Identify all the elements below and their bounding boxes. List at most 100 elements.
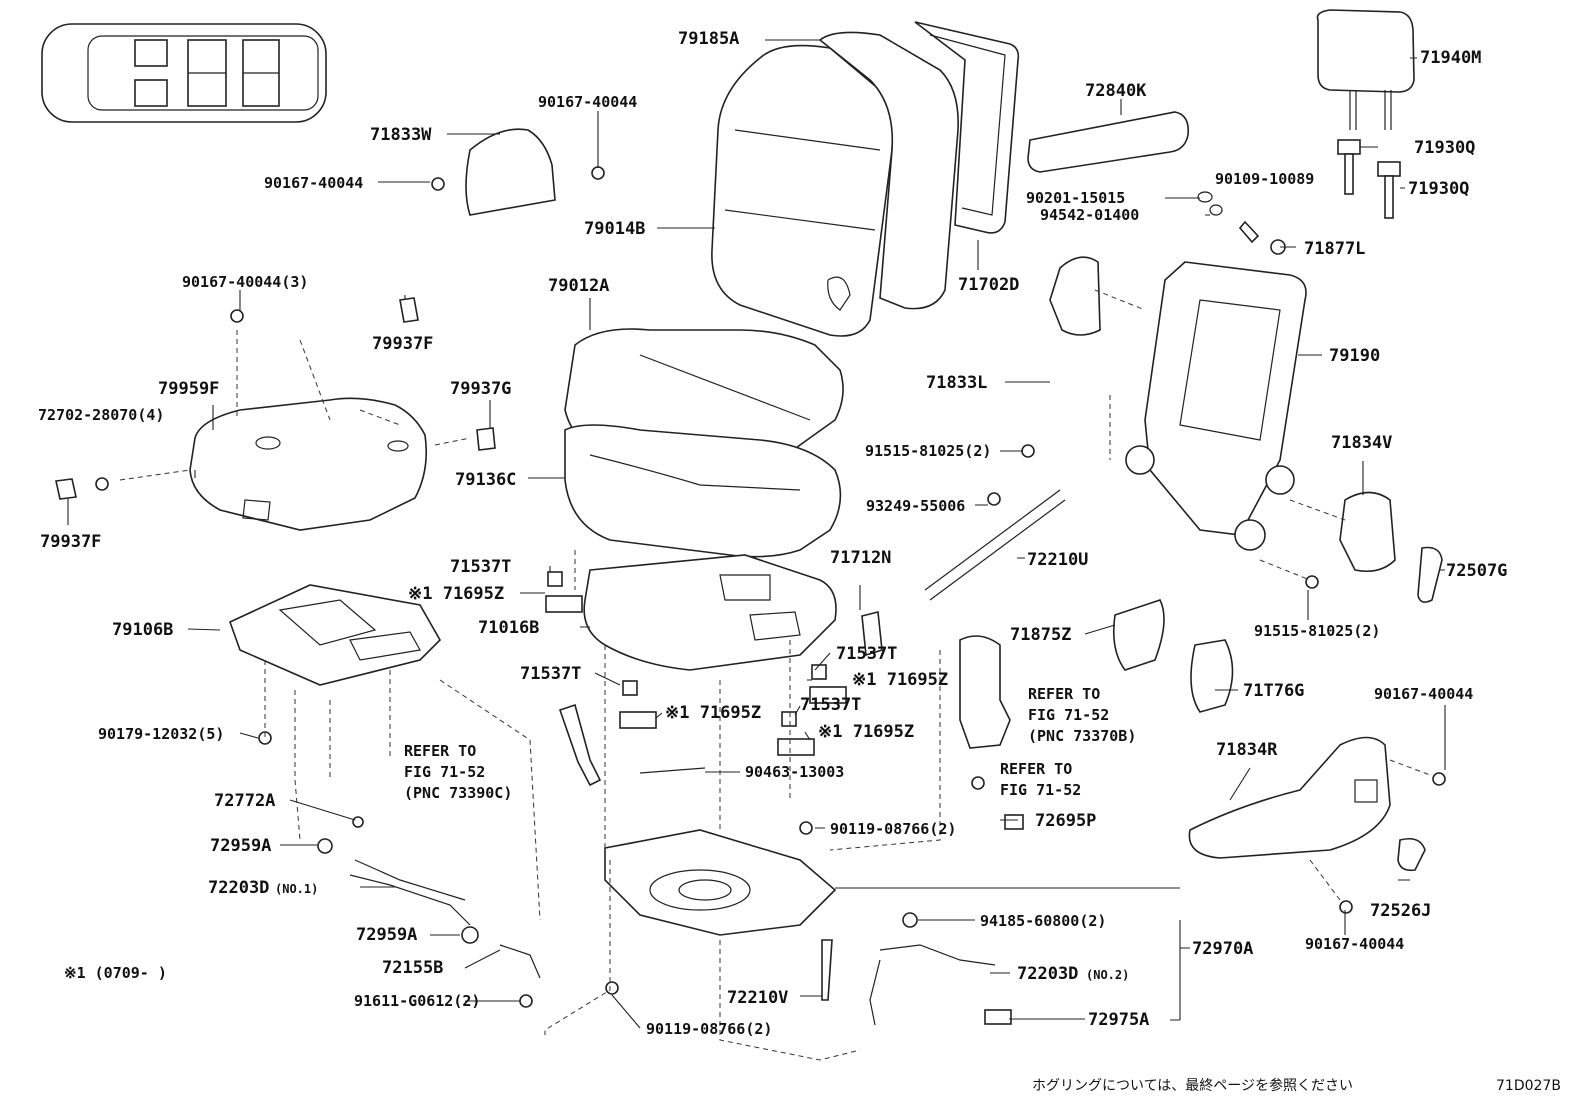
label-94542-01400: 94542-01400 xyxy=(1040,206,1139,224)
label-72702-28070: 72702-28070(4) xyxy=(38,406,164,424)
headrest-support xyxy=(1337,139,1401,219)
refer-b-line3: (PNC 73370B) xyxy=(1028,727,1136,745)
refer-a-line2: FIG 71-52 xyxy=(404,763,485,781)
seat-belt-buckle xyxy=(558,703,706,787)
label-79190: 79190 xyxy=(1329,346,1380,366)
refer-a-line3: (PNC 73390C) xyxy=(404,784,512,802)
label-71833W: 71833W xyxy=(370,125,432,145)
label-71537T-b: 71537T xyxy=(836,644,897,664)
trim-71875Z xyxy=(1112,599,1165,671)
label-79937F-b: 79937F xyxy=(40,532,101,552)
clip-71537T-set xyxy=(547,571,827,727)
part-labels: 79185A 71940M 90167-40044 72840K 71833W … xyxy=(38,29,1507,1038)
label-71930Q-b: 71930Q xyxy=(1408,179,1469,199)
seatback-pad xyxy=(818,31,959,310)
label-71695Z-b: ※1 71695Z xyxy=(852,670,948,690)
label-71834R: 71834R xyxy=(1216,740,1278,760)
label-71834V: 71834V xyxy=(1331,433,1392,453)
label-90201-15015: 90201-15015 xyxy=(1026,189,1125,207)
label-71702D: 71702D xyxy=(958,275,1019,295)
seatback-cover xyxy=(711,44,894,337)
headrest xyxy=(1316,9,1415,130)
label-71875Z: 71875Z xyxy=(1010,625,1071,645)
trim-71T76G xyxy=(1190,639,1234,713)
label-79106B: 79106B xyxy=(112,620,173,640)
figure-code: 71D027B xyxy=(1496,1078,1561,1094)
label-71537T-a: 71537T xyxy=(450,557,511,577)
side-cushion xyxy=(189,397,428,531)
label-90167-40044-b: 90167-40044 xyxy=(1305,935,1404,953)
pad-71695Z-set xyxy=(545,595,847,756)
hinge-cover-71834V xyxy=(1339,491,1443,603)
label-90167-40044-3: 90167-40044(3) xyxy=(182,273,308,291)
refer-c-line1: REFER TO xyxy=(1000,760,1072,778)
label-72507G: 72507G xyxy=(1446,561,1507,581)
vehicle-locator-thumbnail xyxy=(41,23,327,123)
armrest xyxy=(1027,111,1286,255)
label-71537T-d: 71537T xyxy=(800,695,861,715)
clip-71712N xyxy=(861,611,883,657)
clips-79937 xyxy=(55,297,496,500)
label-72155B: 72155B xyxy=(382,958,443,978)
label-93249-55006: 93249-55006 xyxy=(866,497,965,515)
label-72210V: 72210V xyxy=(727,988,788,1008)
slide-rail-cable xyxy=(317,816,541,1008)
label-90167-40044-r: 90167-40044 xyxy=(1374,685,1473,703)
seatback-board xyxy=(914,21,1020,234)
label-90167-40044-left: 90167-40044 xyxy=(264,174,363,192)
refer-c-line2: FIG 71-52 xyxy=(1000,781,1081,799)
label-79937F-a: 79937F xyxy=(372,334,433,354)
lower-lever-assembly xyxy=(605,821,1012,1026)
label-79012A: 79012A xyxy=(548,276,609,296)
label-90119-08766-b: 90119-08766(2) xyxy=(646,1020,772,1038)
hinge-cover-upper-left xyxy=(431,128,605,216)
refer-b-line1: REFER TO xyxy=(1028,685,1100,703)
label-71930Q-a: 71930Q xyxy=(1414,138,1475,158)
label-79185A: 79185A xyxy=(678,29,739,49)
label-90109-10089: 90109-10089 xyxy=(1215,170,1314,188)
footnote: ※1 (0709- ) xyxy=(64,964,167,982)
side-shield-71834R xyxy=(1188,736,1446,914)
label-72970A: 72970A xyxy=(1192,939,1253,959)
label-72526J: 72526J xyxy=(1370,901,1431,921)
cables-72210U xyxy=(924,444,1066,601)
label-71537T-c: 71537T xyxy=(520,664,581,684)
seat-cushion-frame xyxy=(583,554,837,671)
label-71833L: 71833L xyxy=(926,373,987,393)
label-79014B: 79014B xyxy=(584,219,645,239)
hinge-cover-71833L xyxy=(1049,256,1101,336)
label-79136C: 79136C xyxy=(455,470,516,490)
refer-a-line1: REFER TO xyxy=(404,742,476,760)
label-72210U: 72210U xyxy=(1027,550,1088,570)
label-79959F: 79959F xyxy=(158,379,219,399)
label-71695Z-c: ※1 71695Z xyxy=(665,703,761,723)
label-72975A: 72975A xyxy=(1088,1010,1149,1030)
label-71877L: 71877L xyxy=(1304,239,1365,259)
leader-lines xyxy=(67,39,1446,1029)
label-72203D-1: 72203D xyxy=(208,878,269,898)
label-71016B: 71016B xyxy=(478,618,539,638)
label-90179-12032: 90179-12032(5) xyxy=(98,725,224,743)
refer-notes: REFER TO FIG 71-52 (PNC 73390C) REFER TO… xyxy=(404,685,1136,802)
seat-swivel-base xyxy=(604,829,837,936)
label-72203D-2-note: (NO.2) xyxy=(1086,968,1129,982)
label-72695P: 72695P xyxy=(1035,811,1096,831)
label-79937G: 79937G xyxy=(450,379,511,399)
label-94185-60800: 94185-60800(2) xyxy=(980,912,1106,930)
label-71695Z-a: ※1 71695Z xyxy=(408,584,504,604)
footer-note: ホグリングについては、最終ページを参照ください xyxy=(1032,1077,1353,1094)
label-90167-40044-top: 90167-40044 xyxy=(538,93,637,111)
refer-b-line2: FIG 71-52 xyxy=(1028,706,1109,724)
label-91515-81025-b: 91515-81025(2) xyxy=(1254,622,1380,640)
seat-belt-anchor xyxy=(959,635,1024,830)
seat-cushion-pad xyxy=(564,424,842,558)
label-90119-08766-a: 90119-08766(2) xyxy=(830,820,956,838)
label-71T76G: 71T76G xyxy=(1243,681,1304,701)
label-72840K: 72840K xyxy=(1085,81,1147,101)
seat-frame-bracket xyxy=(229,584,441,745)
label-71940M: 71940M xyxy=(1420,48,1481,68)
label-72772A: 72772A xyxy=(214,791,275,811)
seatback-frame xyxy=(1125,261,1319,589)
label-90463-13003: 90463-13003 xyxy=(745,763,844,781)
